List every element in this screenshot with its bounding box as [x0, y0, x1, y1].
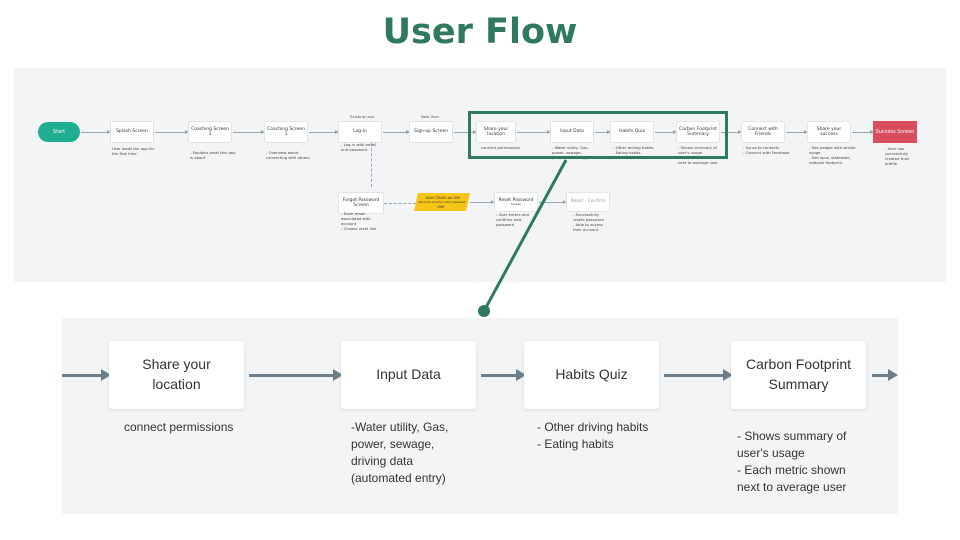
detail-arrow: [481, 369, 526, 381]
overview-arrow: [454, 130, 477, 134]
overview-arrow: [383, 130, 410, 134]
overview-step-note: - See people with similar usage - See lo…: [809, 145, 856, 165]
overview-step-note: User loads the app for the first time: [112, 146, 155, 156]
reset-password-sub: Screen: [510, 201, 522, 206]
detail-step-habits-quiz[interactable]: Habits Quiz: [524, 341, 659, 409]
overview-step-carbon-summary[interactable]: Carbon Footprint Summary: [676, 121, 720, 143]
overview-arrow: [81, 130, 111, 134]
overview-arrow: [852, 130, 874, 134]
overview-reset-confirm[interactable]: Reset - Confirm: [566, 192, 610, 212]
detail-arrow: [872, 369, 898, 381]
forgot-password-note: - Enter email associated with account - …: [341, 211, 377, 231]
overview-step-note: - Overview about connecting with others: [266, 150, 310, 160]
overview-step-signup[interactable]: Sign-up Screen: [409, 121, 453, 143]
overview-panel: [14, 68, 946, 282]
detail-step-carbon-summary[interactable]: Carbon Footprint Summary: [731, 341, 866, 409]
overview-arrow: [721, 130, 742, 134]
overview-arrow: [786, 130, 808, 134]
overview-step-note: - Explains what this app is about: [190, 150, 236, 160]
reset-confirm-note: - Successfully resets password - Able to…: [573, 212, 604, 232]
overview-step-note: - Syncs to contacts - Connect with Faceb…: [743, 145, 790, 155]
overview-arrow: [539, 200, 567, 204]
new-user-tag: New User: [421, 114, 440, 119]
overview-step-note: - Log-in with email and password: [341, 142, 377, 152]
overview-step-coaching-1[interactable]: Coaching Screen 1: [188, 121, 232, 143]
overview-step-share-success[interactable]: Share your success: [807, 121, 851, 143]
detail-step-note: connect permissions: [124, 420, 234, 434]
overview-step-note: connect permissions: [481, 145, 521, 150]
overview-forgot-password[interactable]: Forgot Password Screen: [338, 192, 384, 214]
overview-step-connect-friends[interactable]: Connect with Friends: [741, 121, 785, 143]
overview-arrow: [233, 130, 265, 134]
overview-arrow: [517, 130, 551, 134]
detail-step-share-location[interactable]: Share your location: [109, 341, 244, 409]
overview-arrow: [655, 130, 677, 134]
detail-step-input-data[interactable]: Input Data: [341, 341, 476, 409]
detail-step-note: - Shows summary of user's usage - Each m…: [737, 429, 847, 495]
overview-step-login[interactable]: Log-in: [338, 121, 382, 143]
overview-step-share-location[interactable]: Share your location: [476, 121, 516, 143]
detail-arrow: [249, 369, 343, 381]
overview-step-habits-quiz[interactable]: Habits Quiz: [610, 121, 654, 143]
success-screen-node[interactable]: Success Screen: [873, 121, 917, 143]
forgot-password-branch: [371, 143, 372, 187]
overview-step-splash[interactable]: Splash Screen: [110, 121, 154, 143]
overview-step-note: - Other driving habits - Eating habits: [613, 145, 654, 155]
overview-arrow: [595, 130, 611, 134]
detail-arrow: [664, 369, 733, 381]
overview-arrow: [309, 130, 339, 134]
overview-arrow: [155, 130, 189, 134]
detail-step-note: -Water utility, Gas, power, sewage, driv…: [351, 420, 449, 486]
overview-arrow: [470, 200, 495, 204]
overview-step-input-data[interactable]: Input Data: [550, 121, 594, 143]
zoom-highlight-frame: [468, 111, 728, 159]
success-note: - User has successfully created their pr…: [885, 146, 910, 166]
reset-link-connector: [384, 203, 416, 204]
page-title: User Flow: [382, 12, 578, 52]
reset-password-label: Reset Password: [498, 197, 534, 203]
overview-step-coaching-2[interactable]: Coaching Screen 1: [264, 121, 308, 143]
detail-step-note: - Other driving habits - Eating habits: [537, 420, 649, 452]
reset-password-note: - User enters and confirms new password: [496, 212, 529, 227]
existing-user-tag: Existing user: [350, 114, 375, 119]
overview-reset-password[interactable]: Reset Password Screen: [494, 192, 538, 212]
start-node[interactable]: Start: [38, 122, 80, 142]
detail-arrow: [62, 369, 111, 381]
